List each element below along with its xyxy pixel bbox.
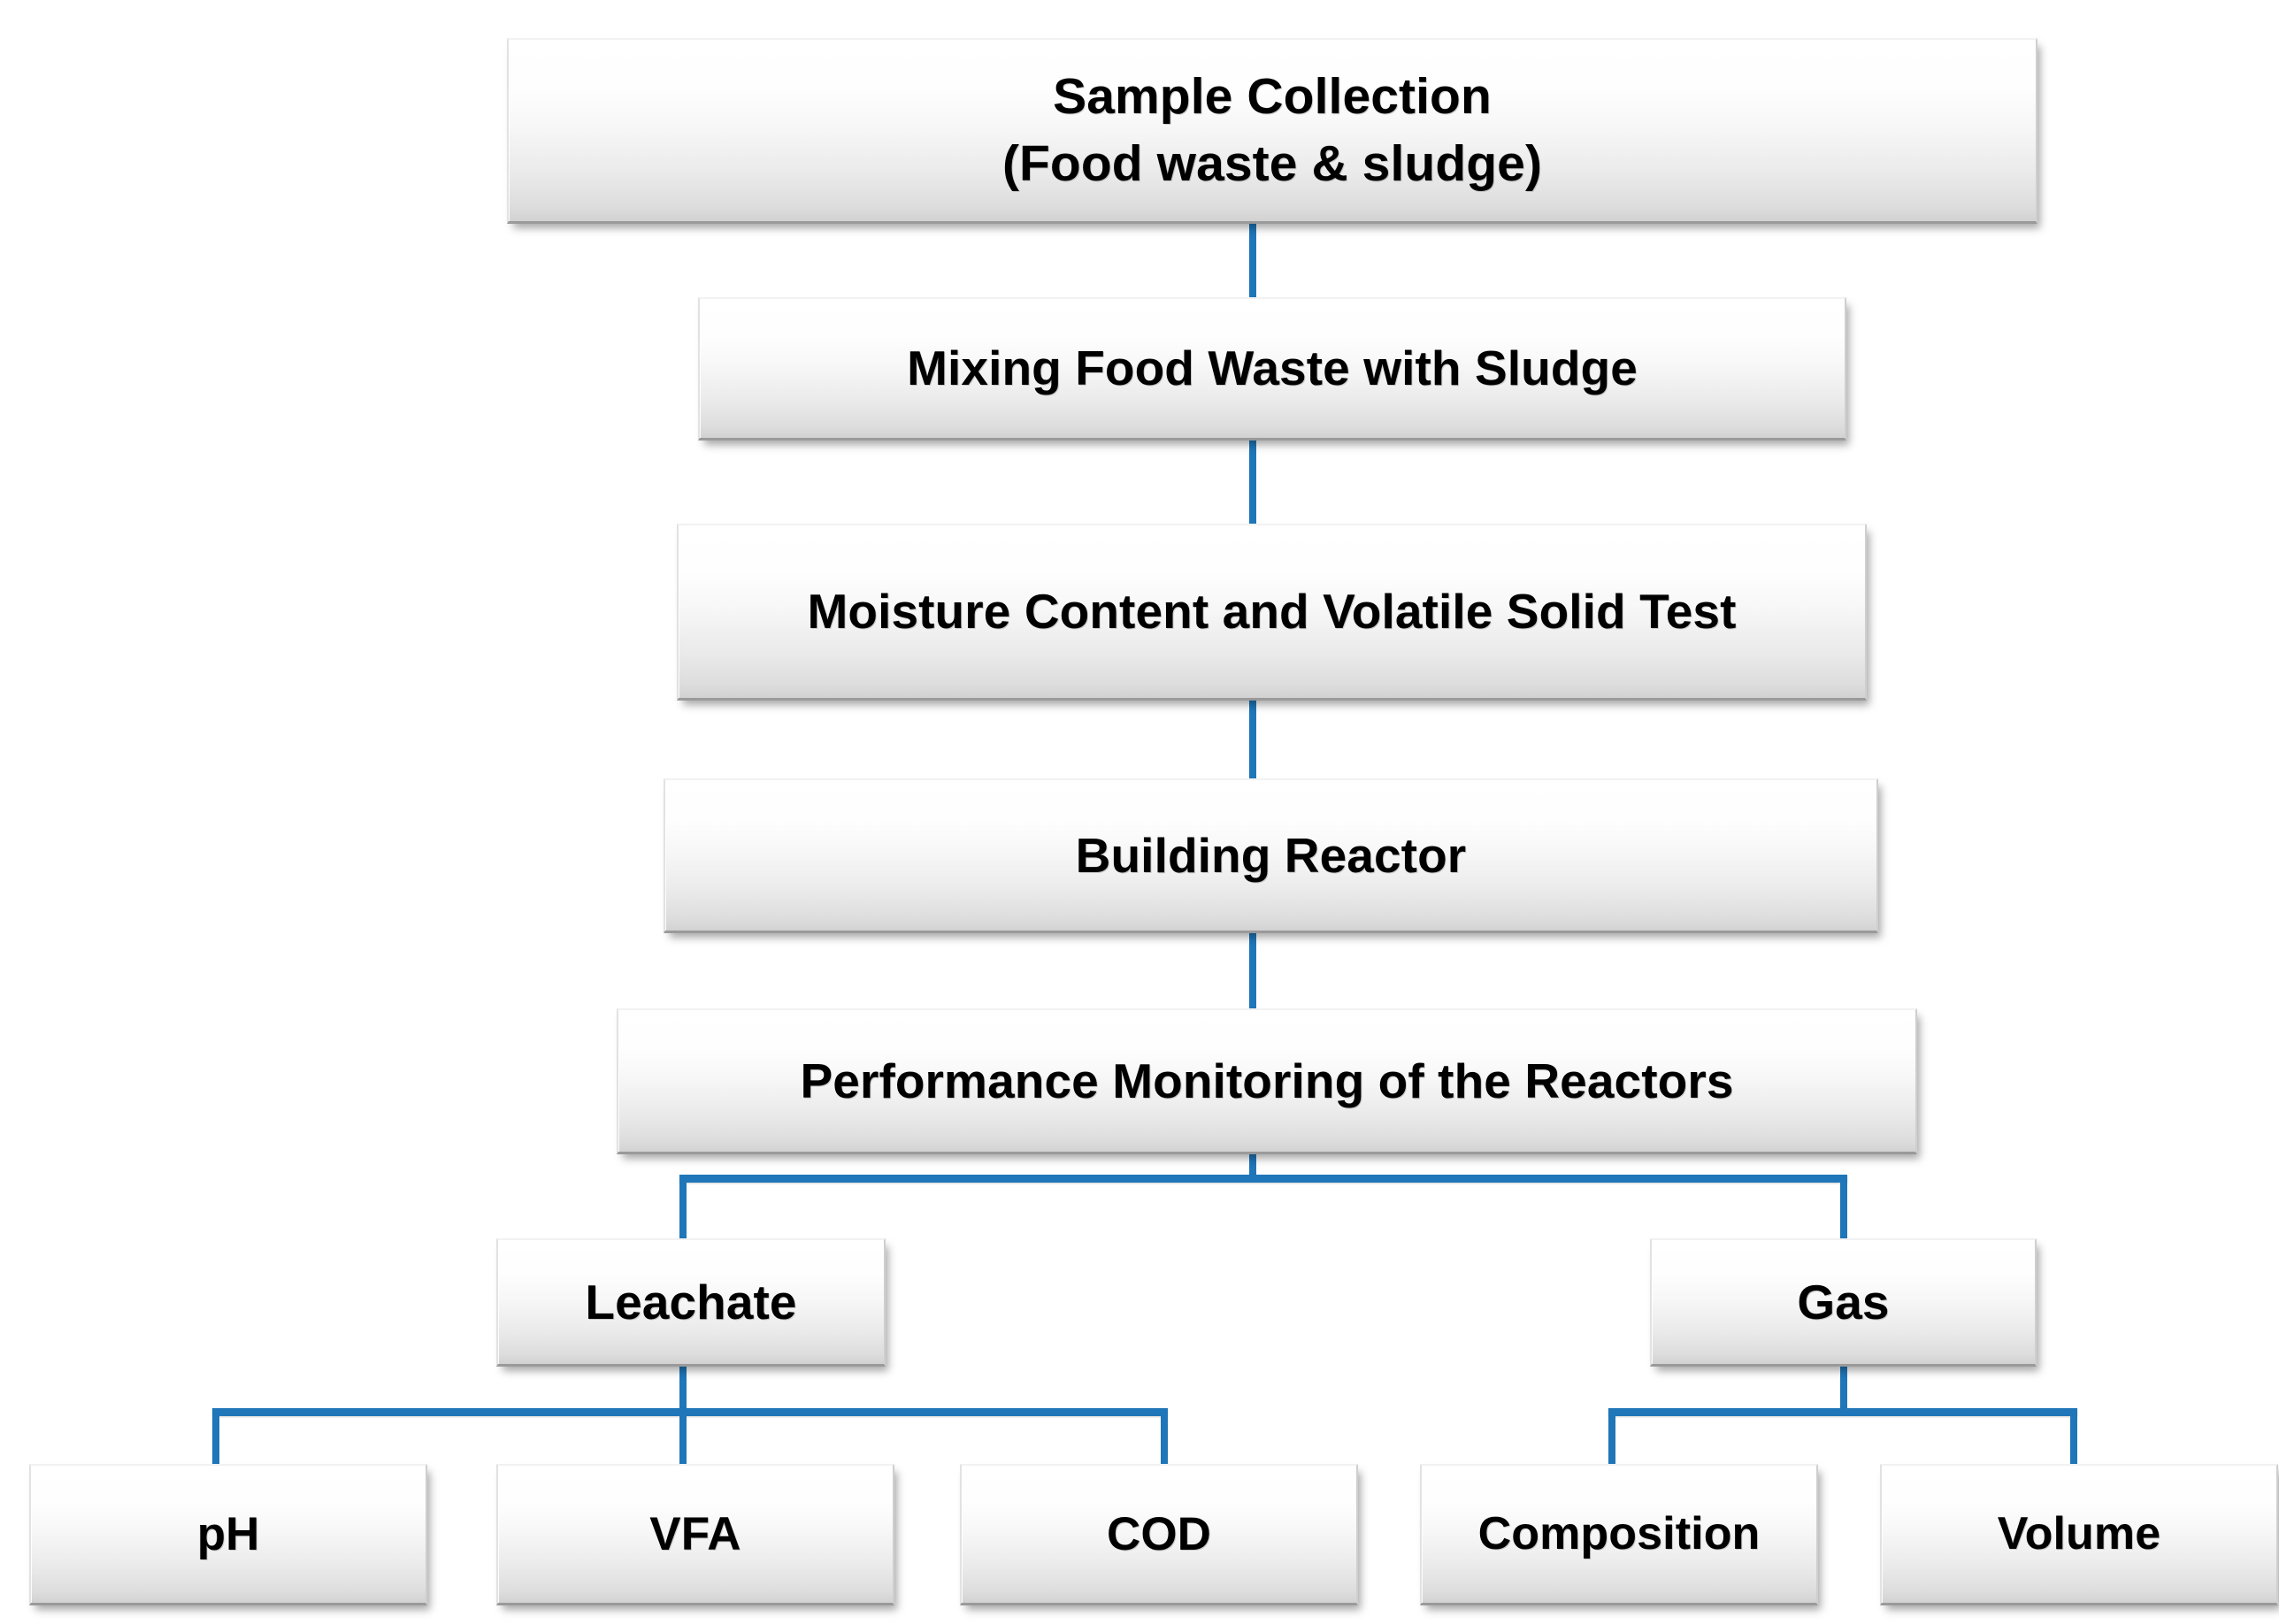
node-label-mixing: Mixing Food Waste with Sludge (907, 341, 1638, 396)
node-label-composition: Composition (1477, 1508, 1761, 1560)
connector-leachate-bus (212, 1408, 1168, 1416)
connector-gas-bus (1608, 1408, 2077, 1416)
connector-bus-to-vfa (679, 1408, 687, 1470)
node-label-vfa: VFA (649, 1507, 741, 1560)
node-performance-monitoring[interactable]: Performance Monitoring of the Reactors (617, 1008, 1917, 1154)
connector-bus-to-composition (1608, 1408, 1615, 1470)
node-cod[interactable]: COD (960, 1464, 1358, 1605)
connector-monitoring-stem (1249, 1150, 1256, 1182)
connector-leachate-stem (679, 1360, 687, 1415)
connector-bus-to-ph (212, 1408, 219, 1470)
node-building-reactor[interactable]: Building Reactor (664, 778, 1878, 933)
node-vfa[interactable]: VFA (496, 1464, 894, 1605)
node-mixing-food-waste[interactable]: Mixing Food Waste with Sludge (698, 297, 1846, 440)
connector-bus-to-gas (1840, 1175, 1847, 1263)
connector-moisture-to-reactor (1249, 699, 1256, 787)
connector-bus-to-volume (2070, 1408, 2077, 1470)
connector-monitoring-bus (679, 1175, 1847, 1183)
node-label-volume: Volume (1997, 1508, 2161, 1560)
node-composition[interactable]: Composition (1420, 1464, 1818, 1605)
connector-gas-stem (1840, 1360, 1847, 1415)
connector-mixing-to-moisture (1249, 438, 1256, 535)
connector-bus-to-cod (1161, 1408, 1168, 1470)
connector-reactor-to-monitoring (1249, 931, 1256, 1019)
node-label-cod: COD (1106, 1507, 1212, 1560)
node-label-gas: Gas (1797, 1274, 1890, 1329)
node-label-performance-monitoring: Performance Monitoring of the Reactors (800, 1053, 1734, 1108)
connector-bus-to-leachate (679, 1175, 687, 1263)
node-sample-collection[interactable]: Sample Collection (Food waste & sludge) (507, 38, 2037, 224)
node-label-moisture-test: Moisture Content and Volatile Solid Test (807, 584, 1737, 640)
node-gas[interactable]: Gas (1650, 1238, 2037, 1367)
node-ph[interactable]: pH (29, 1464, 427, 1605)
connector-sample-to-mixing (1249, 221, 1256, 306)
node-leachate[interactable]: Leachate (496, 1238, 886, 1367)
node-label-sample-collection: Sample Collection (Food waste & sludge) (1001, 68, 1543, 192)
node-moisture-volatile-test[interactable]: Moisture Content and Volatile Solid Test (677, 524, 1867, 701)
node-volume[interactable]: Volume (1880, 1464, 2278, 1605)
node-label-building-reactor: Building Reactor (1075, 827, 1467, 883)
node-label-ph: pH (196, 1507, 260, 1560)
node-label-leachate: Leachate (585, 1274, 797, 1329)
